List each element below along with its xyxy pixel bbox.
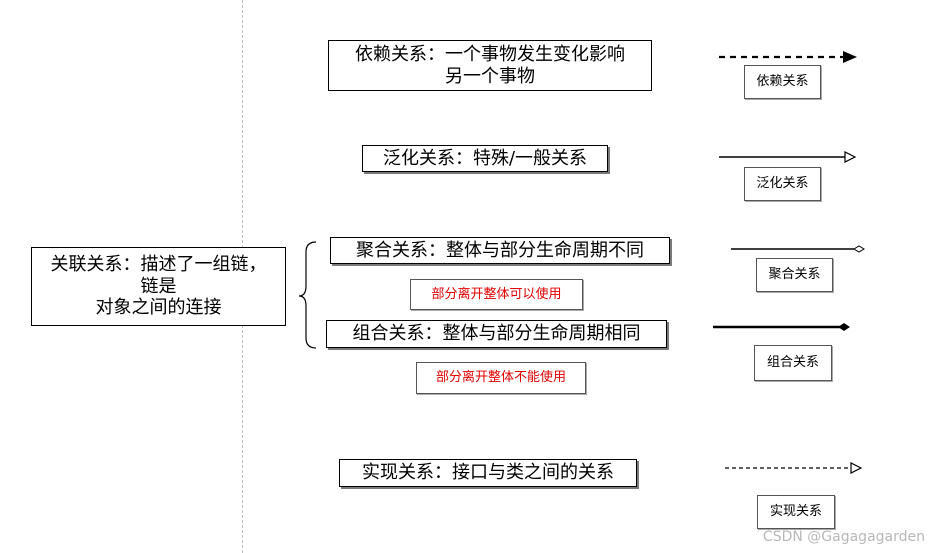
composition-note: 部分离开整体不能使用 bbox=[416, 362, 586, 394]
aggregation-note: 部分离开整体可以使用 bbox=[410, 279, 583, 310]
composition-label: 组合关系 bbox=[754, 345, 832, 381]
dependency-label: 依赖关系 bbox=[744, 65, 821, 99]
generalization-label: 泛化关系 bbox=[744, 167, 821, 201]
composition-arrow bbox=[713, 323, 850, 331]
realization-box: 实现关系：接口与类之间的关系 bbox=[339, 459, 637, 487]
realization-label: 实现关系 bbox=[757, 495, 835, 529]
aggregation-arrow bbox=[731, 245, 865, 253]
aggregation-label: 聚合关系 bbox=[756, 258, 833, 292]
realization-text: 实现关系：接口与类之间的关系 bbox=[362, 462, 614, 484]
generalization-text: 泛化关系：特殊/一般关系 bbox=[382, 147, 588, 169]
composition-text: 组合关系：整体与部分生命周期相同 bbox=[352, 323, 641, 345]
generalization-box: 泛化关系：特殊/一般关系 bbox=[362, 145, 608, 172]
association-text: 关联关系：描述了一组链， 链是 对象之间的连接 bbox=[50, 254, 267, 319]
dependency-arrow bbox=[719, 51, 857, 63]
aggregation-text: 聚合关系：整体与部分生命周期不同 bbox=[356, 239, 644, 261]
realization-arrow bbox=[725, 462, 863, 474]
curly-brace bbox=[298, 241, 317, 349]
composition-box: 组合关系：整体与部分生命周期相同 bbox=[326, 320, 667, 348]
association-box: 关联关系：描述了一组链， 链是 对象之间的连接 bbox=[31, 247, 286, 326]
generalization-arrow bbox=[719, 151, 857, 163]
dependency-box: 依赖关系：一个事物发生变化影响 另一个事物 bbox=[328, 40, 652, 91]
dependency-text: 依赖关系：一个事物发生变化影响 另一个事物 bbox=[355, 43, 625, 87]
watermark: CSDN @Gagagagarden bbox=[762, 529, 925, 545]
aggregation-box: 聚合关系：整体与部分生命周期不同 bbox=[330, 237, 670, 264]
